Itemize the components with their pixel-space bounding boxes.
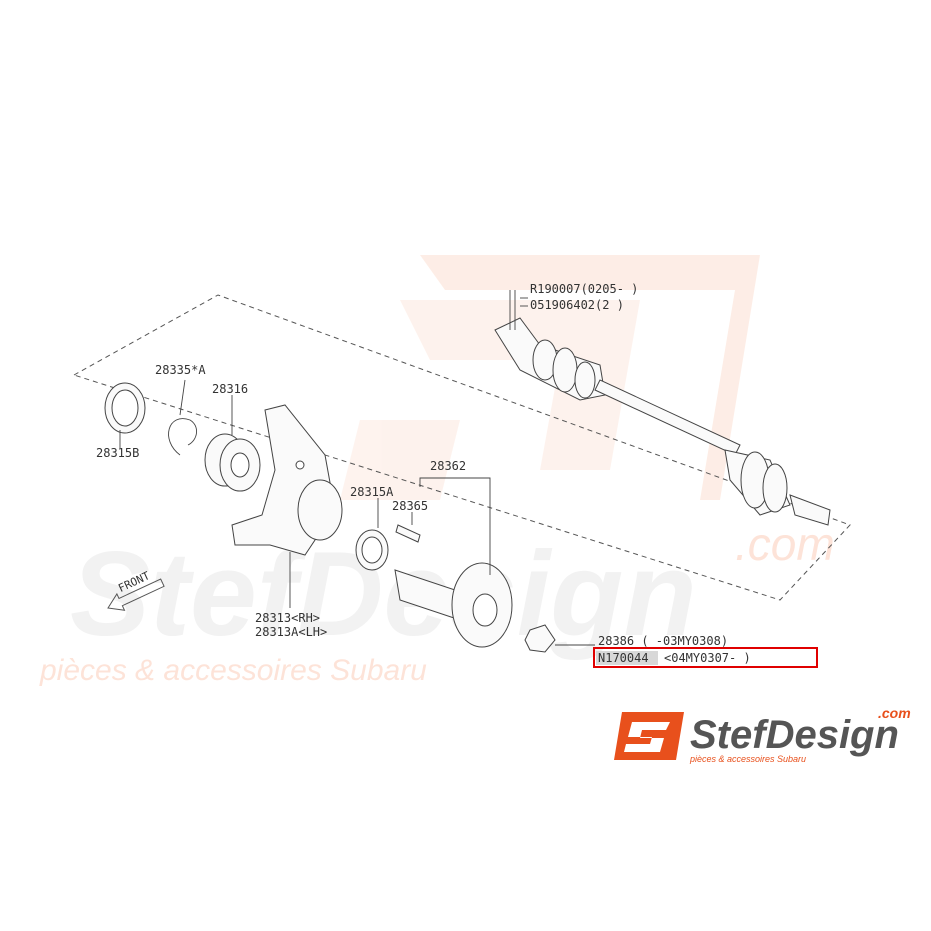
leader-lines <box>119 297 595 646</box>
label-28313-rh: 28313<RH> <box>255 611 320 625</box>
label-28315b: 28315B <box>96 446 139 460</box>
label-28335a: 28335*A <box>155 363 206 377</box>
logo-tagline: pièces & accessoires Subaru <box>689 754 806 764</box>
watermark-tagline: pièces & accessoires Subaru <box>39 654 427 687</box>
watermark-emblem <box>340 255 760 500</box>
label-28315a: 28315A <box>350 485 394 499</box>
label-n170044-range: <04MY0307- ) <box>664 651 751 665</box>
stefdesign-logo[interactable]: StefDesign .com pièces & accessoires Sub… <box>614 705 911 764</box>
nut-28386 <box>524 624 556 653</box>
label-28313a-lh: 28313A<LH> <box>255 625 327 639</box>
bolt-28365 <box>395 524 421 543</box>
assembly-dashed-box <box>72 294 851 601</box>
watermark-dotcom: .com <box>735 518 835 570</box>
seal-28315b <box>104 382 146 434</box>
sd-logo-icon <box>614 712 684 760</box>
hub-28362 <box>394 562 513 648</box>
logo-wordmark: StefDesign <box>690 713 899 757</box>
snap-ring-28335a <box>168 418 197 456</box>
drive-shaft <box>494 290 831 526</box>
highlight-box <box>593 647 818 668</box>
label-28362: 28362 <box>430 459 466 473</box>
logo-dotcom: .com <box>878 705 911 721</box>
label-051906402: 051906402(2 ) <box>530 298 624 312</box>
label-28386: 28386 ( -03MY0308) <box>598 634 728 648</box>
highlighted-part-row[interactable]: N170044 <04MY0307- ) <box>593 647 818 668</box>
label-28316: 28316 <box>212 382 248 396</box>
knuckle-28313 <box>231 404 343 556</box>
seal-28315a <box>355 529 389 571</box>
label-r190007: R190007(0205- ) <box>530 282 638 296</box>
label-28365: 28365 <box>392 499 428 513</box>
label-n170044-code: N170044 <box>598 651 649 665</box>
bearing-28316 <box>204 433 261 492</box>
